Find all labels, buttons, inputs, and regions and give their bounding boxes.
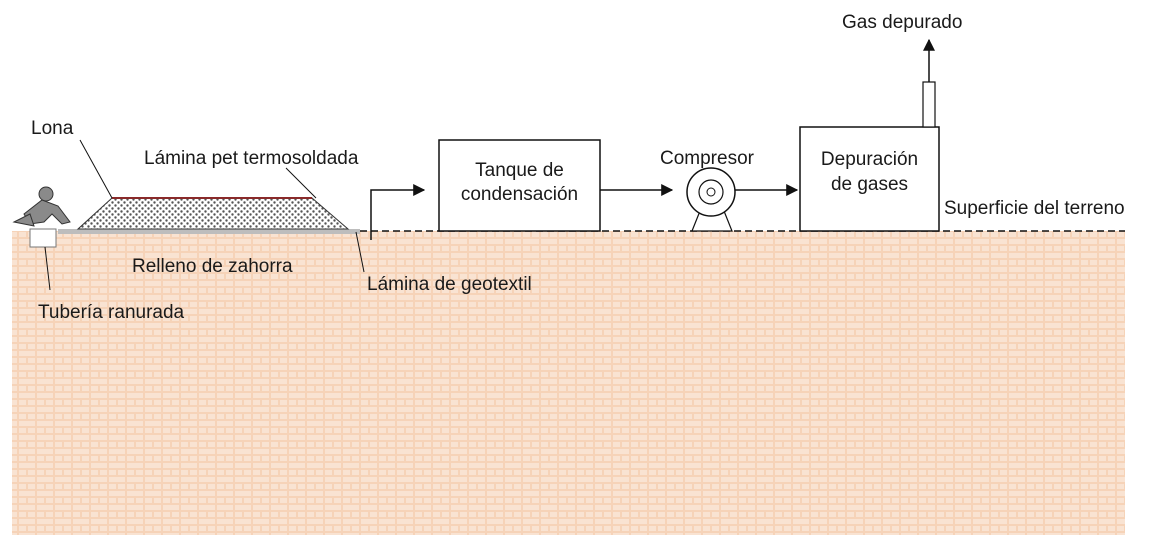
relleno-label: Relleno de zahorra	[132, 256, 293, 277]
depuracion-label-line1: Depuración	[821, 149, 918, 170]
gas-depurado-label: Gas depurado	[842, 12, 962, 33]
lamina-pet-leader	[285, 167, 317, 199]
lamina-geotextil-label: Lámina de geotextil	[367, 274, 532, 295]
outlet-pipe	[370, 184, 426, 240]
worker-figure-icon	[12, 186, 71, 227]
lona-label: Lona	[31, 118, 74, 139]
compresor-label: Compresor	[660, 148, 755, 169]
geotextil-leader	[355, 231, 365, 273]
lona-leader	[79, 139, 113, 199]
tuberia-leader	[44, 246, 51, 291]
gas-depuration-box	[799, 126, 940, 232]
tanque-label-line1: Tanque de	[475, 160, 564, 181]
superficie-label: Superficie del terreno	[944, 198, 1125, 219]
compressor-pump-icon	[686, 167, 736, 232]
tanque-label-line2: condensación	[461, 184, 578, 205]
geotextile-sheet	[58, 229, 360, 234]
lamina-pet-label: Lámina pet termosoldada	[144, 148, 359, 169]
gravel-mound	[76, 197, 350, 230]
soil-ground	[12, 231, 1125, 535]
condensation-tank-box	[438, 139, 601, 232]
tuberia-label: Tubería ranurada	[38, 302, 185, 323]
slotted-pipe	[29, 228, 57, 248]
chimney-stack	[922, 81, 936, 128]
depuracion-label-line2: de gases	[831, 174, 908, 195]
